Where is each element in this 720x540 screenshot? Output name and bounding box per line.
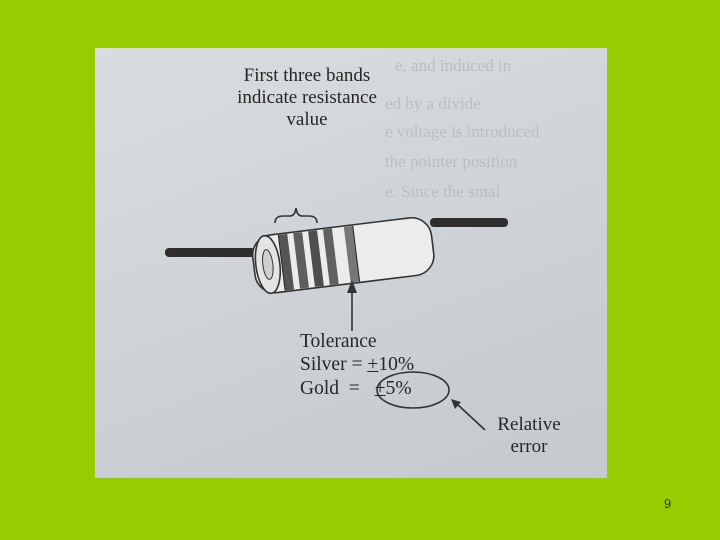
bands-label-line: value <box>286 108 328 130</box>
page-number: 9 <box>664 496 672 511</box>
bands-brace <box>274 207 318 224</box>
bands-label: First three bands indicate resistance va… <box>197 65 417 131</box>
textbook-photo: e, and induced in ed by a divide e volta… <box>95 48 607 478</box>
silver-plus-minus: + <box>367 354 379 376</box>
tolerance-title: Tolerance <box>300 331 377 352</box>
bleed-text: e, and induced in <box>395 56 512 75</box>
silver-value: 10% <box>378 354 415 376</box>
tolerance-label: Tolerance Silver = +10% Gold = +5% <box>300 330 414 400</box>
resistor-body <box>251 216 435 295</box>
bleed-text: the pointer position <box>385 152 518 171</box>
tolerance-gold: Gold = +5% <box>300 377 414 400</box>
relative-error-arrow <box>456 403 486 431</box>
right-lead <box>430 218 508 227</box>
band-1 <box>278 233 295 291</box>
gold-plus-minus: + <box>374 377 386 399</box>
tolerance-silver: Silver = +10% <box>300 353 414 376</box>
tolerance-arrowhead <box>347 280 357 293</box>
bleed-text: e voltage is introduced <box>385 122 540 141</box>
gold-circle <box>376 371 450 409</box>
gold-name: Gold = <box>300 377 365 399</box>
band-2 <box>293 232 309 289</box>
band-4 <box>322 228 339 286</box>
tolerance-band <box>343 225 360 283</box>
silver-name: Silver = <box>300 354 368 376</box>
bands-label-line: indicate resistance <box>237 86 377 108</box>
relative-error-arrowhead <box>451 399 461 409</box>
gold-value: 5% <box>385 377 412 399</box>
left-lead <box>165 248 255 257</box>
relative-error-label: Relative error <box>483 414 575 458</box>
bands-label-line: First three bands <box>243 65 371 86</box>
bleed-text: ed by a divide <box>385 94 481 113</box>
resistor-diagram <box>165 207 508 431</box>
relative-error-line: Relative <box>497 414 561 435</box>
relative-error-line: error <box>510 435 548 457</box>
bleed-text: e. Since the smal <box>385 182 501 201</box>
band-3 <box>308 230 324 287</box>
